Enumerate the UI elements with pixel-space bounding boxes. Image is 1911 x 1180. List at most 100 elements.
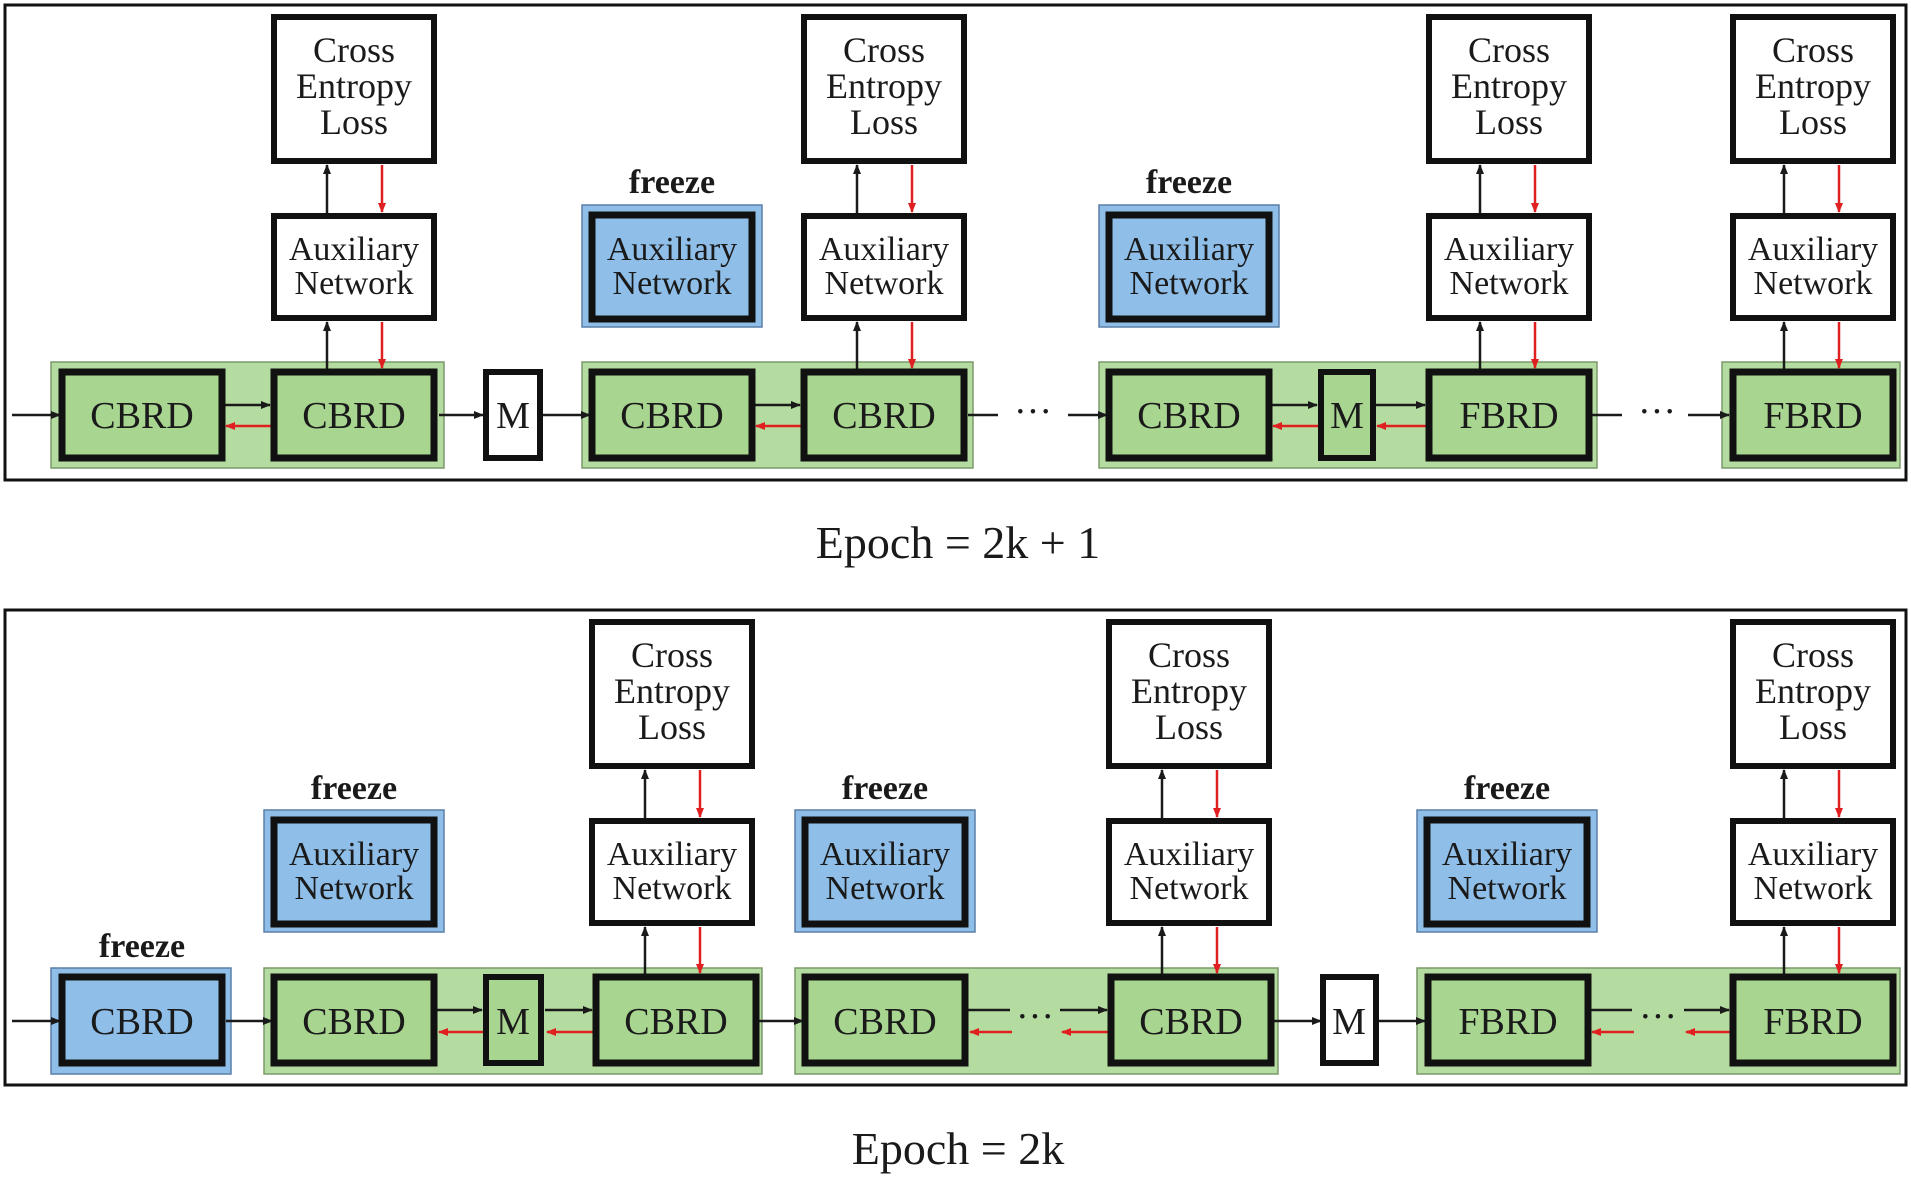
merge-label: M <box>1332 1001 1366 1043</box>
ellipsis: ··· <box>1016 996 1054 1038</box>
text-line: Network <box>1754 265 1873 302</box>
cbrd-block: CBRD <box>800 368 968 462</box>
block-label: CBRD <box>620 395 723 437</box>
merge-label: M <box>1330 395 1364 437</box>
freeze-label: freeze <box>1146 164 1232 201</box>
cbrd-block: CBRD <box>58 368 226 462</box>
text-line: Network <box>825 265 944 302</box>
block-label: FBRD <box>1763 1001 1862 1043</box>
text-line: Cross <box>1468 30 1550 70</box>
text-line: Loss <box>1779 707 1847 747</box>
text-line: Network <box>295 265 414 302</box>
text-line: Network <box>1130 870 1249 907</box>
ellipsis: ··· <box>1638 391 1676 433</box>
merge-label: M <box>496 395 530 437</box>
text-line: Loss <box>1779 102 1847 142</box>
forward-arrows <box>12 1006 1730 1025</box>
merge-block: M <box>1318 369 1376 461</box>
text-line: Auxiliary <box>1748 231 1878 268</box>
forward-arrows <box>12 401 1730 419</box>
cbrd-block: CBRD <box>588 368 756 462</box>
text-line: Cross <box>1772 30 1854 70</box>
freeze-label: freeze <box>311 770 397 807</box>
block-label: CBRD <box>302 395 405 437</box>
cbrd-block: CBRD <box>1105 368 1273 462</box>
vertical-forward-arrows <box>323 164 1788 370</box>
ellipsis: ··· <box>1639 996 1677 1038</box>
cbrd-block: CBRD <box>592 973 760 1067</box>
text-line: Auxiliary <box>1124 836 1254 873</box>
text-line: Auxiliary <box>289 231 419 268</box>
text-line: Auxiliary <box>1442 836 1572 873</box>
text-line: Cross <box>1148 635 1230 675</box>
block-label: CBRD <box>1139 1001 1242 1043</box>
text-line: Auxiliary <box>1748 836 1878 873</box>
block-label: CBRD <box>833 1001 936 1043</box>
text-line: Entropy <box>1755 671 1871 711</box>
text-line: Entropy <box>826 66 942 106</box>
text-line: Entropy <box>296 66 412 106</box>
text-line: Network <box>1130 265 1249 302</box>
text-line: Entropy <box>1755 66 1871 106</box>
vertical-forward-arrows <box>641 769 1788 975</box>
text-line: Network <box>613 870 732 907</box>
block-label: CBRD <box>90 395 193 437</box>
freeze-label: freeze <box>629 164 715 201</box>
block-label: CBRD <box>302 1001 405 1043</box>
cbrd-block: CBRD <box>1107 973 1275 1067</box>
block-label: CBRD <box>832 395 935 437</box>
merge-block: M <box>483 369 543 461</box>
text-line: Auxiliary <box>820 836 950 873</box>
text-line: Network <box>1450 265 1569 302</box>
text-line: Cross <box>843 30 925 70</box>
cbrd-block-frozen: CBRD <box>58 973 226 1067</box>
text-line: Loss <box>1155 707 1223 747</box>
text-line: Network <box>1448 870 1567 907</box>
freeze-label: freeze <box>99 928 185 965</box>
block-label: FBRD <box>1459 395 1558 437</box>
block-label: FBRD <box>1458 1001 1557 1043</box>
text-line: Loss <box>1475 102 1543 142</box>
text-line: Network <box>826 870 945 907</box>
text-line: Network <box>295 870 414 907</box>
fbrd-block: FBRD <box>1729 973 1897 1067</box>
fbrd-block: FBRD <box>1425 368 1593 462</box>
text-line: Auxiliary <box>607 231 737 268</box>
cbrd-block: CBRD <box>801 973 969 1067</box>
text-line: Cross <box>313 30 395 70</box>
panel-epoch-odd: CBRD CBRD M CBRD CBRD ··· CBRD M FB <box>3 3 1908 482</box>
freeze-label: freeze <box>842 770 928 807</box>
